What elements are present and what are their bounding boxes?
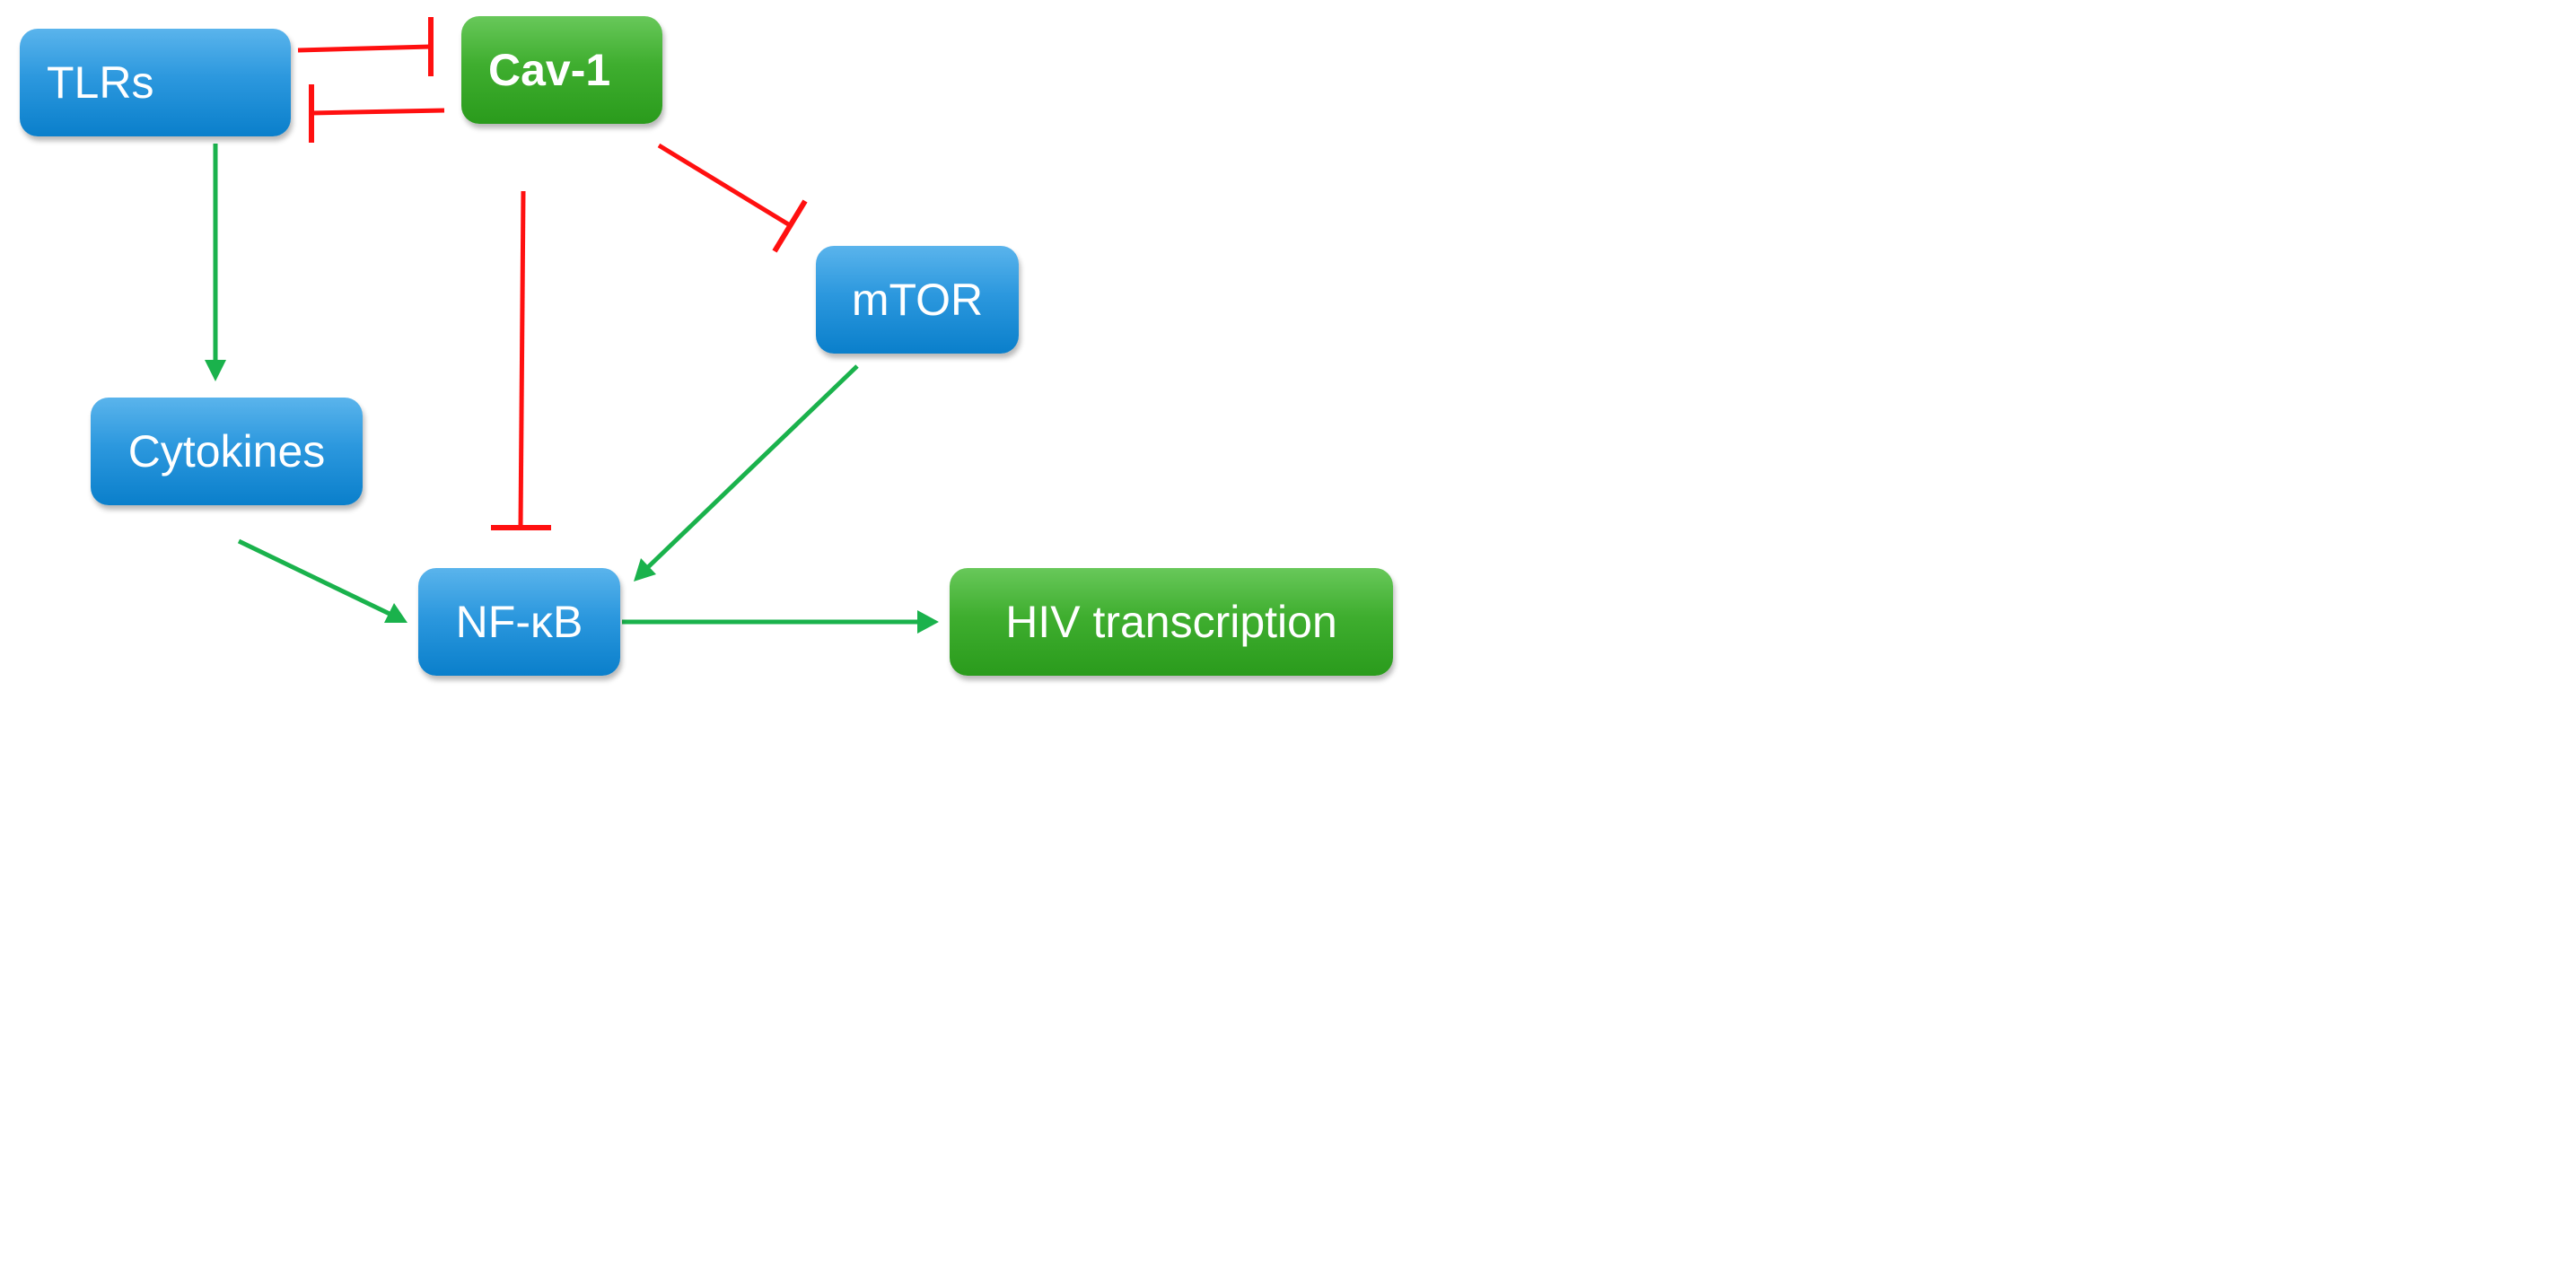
node-hiv-transcription-label: HIV transcription [1005, 597, 1337, 647]
edge-tlrs-inhibits-cav1 [297, 17, 434, 76]
node-cytokines-label: Cytokines [127, 426, 326, 477]
edge-mtor-activates-nfkb [634, 364, 859, 582]
edge-tlrs-activates-cytokines [205, 144, 226, 381]
node-tlrs-label: TLRs [47, 57, 154, 108]
node-cytokines: Cytokines [91, 398, 363, 505]
edge-cav1-inhibits-nfkb [491, 190, 551, 530]
node-nfkb-label: NF-κB [455, 597, 583, 647]
node-hiv-transcription: HIV transcription [950, 568, 1393, 676]
edge-cav1-inhibits-mtor [657, 143, 808, 253]
edge-cav1-inhibits-tlrs [309, 84, 445, 143]
edge-nfkb-activates-hiv [622, 610, 939, 634]
edge-cytokines-activates-nfkb [237, 538, 407, 623]
edges-layer [205, 17, 939, 634]
node-cav1: Cav-1 [461, 16, 662, 124]
node-mtor-label: mTOR [851, 275, 984, 325]
node-nfkb: NF-κB [418, 568, 620, 676]
node-tlrs: TLRs [20, 29, 291, 136]
node-mtor: mTOR [816, 246, 1019, 354]
pathway-diagram: TLRs Cav-1 mTOR Cytokines NF-κB HIV tran… [0, 0, 1407, 693]
node-cav1-label: Cav-1 [488, 45, 611, 95]
